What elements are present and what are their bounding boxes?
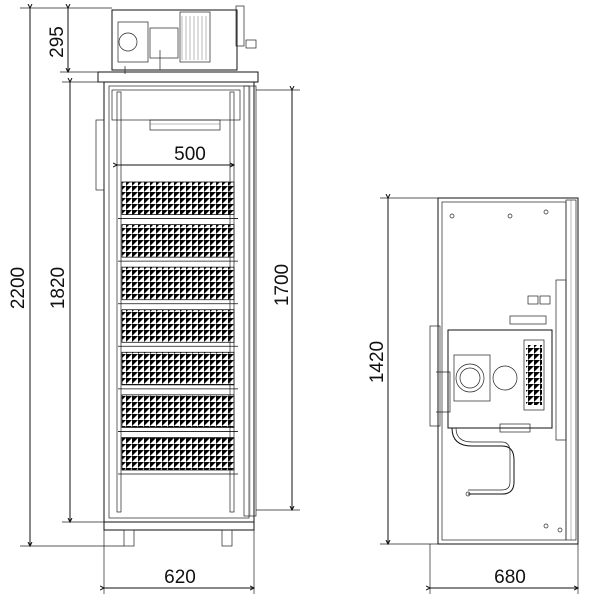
dim-inner-height: 1820	[48, 82, 104, 522]
shelf-6	[121, 394, 235, 428]
dim-1820-label: 1820	[48, 267, 69, 309]
dim-compressor-height: 295	[47, 8, 112, 72]
dim-door-height: 1700	[256, 90, 300, 510]
dim-1700-label: 1700	[272, 264, 293, 306]
front-foot-left	[123, 529, 135, 547]
front-foot-right	[221, 529, 233, 547]
side-view: 1420 680	[367, 198, 578, 594]
dim-side-height: 1420	[367, 198, 438, 544]
dim-620-label: 620	[164, 567, 196, 588]
compressor-unit	[111, 5, 257, 74]
cabinet-body	[95, 71, 259, 547]
shelf-7	[121, 437, 235, 471]
shelf-5	[121, 351, 235, 386]
shelf-1	[121, 181, 235, 215]
dim-1420-label: 1420	[367, 341, 388, 383]
dim-500-label: 500	[174, 144, 206, 165]
dim-total-width: 620	[104, 530, 254, 594]
shelf-2	[121, 224, 235, 258]
dim-295-label: 295	[47, 26, 68, 58]
shelf-3	[121, 266, 235, 301]
dim-side-depth: 680	[430, 544, 578, 594]
dim-inner-width: 500	[117, 144, 234, 165]
side-cabinet	[429, 197, 579, 545]
shelf-4	[121, 309, 235, 343]
dim-680-label: 680	[494, 567, 526, 588]
dim-total-height: 2200	[8, 8, 124, 546]
dim-2200-label: 2200	[8, 267, 29, 309]
shelves	[118, 181, 238, 475]
front-view: 295 2200 1820 1700 500	[8, 6, 300, 594]
side-compressor	[436, 329, 553, 495]
